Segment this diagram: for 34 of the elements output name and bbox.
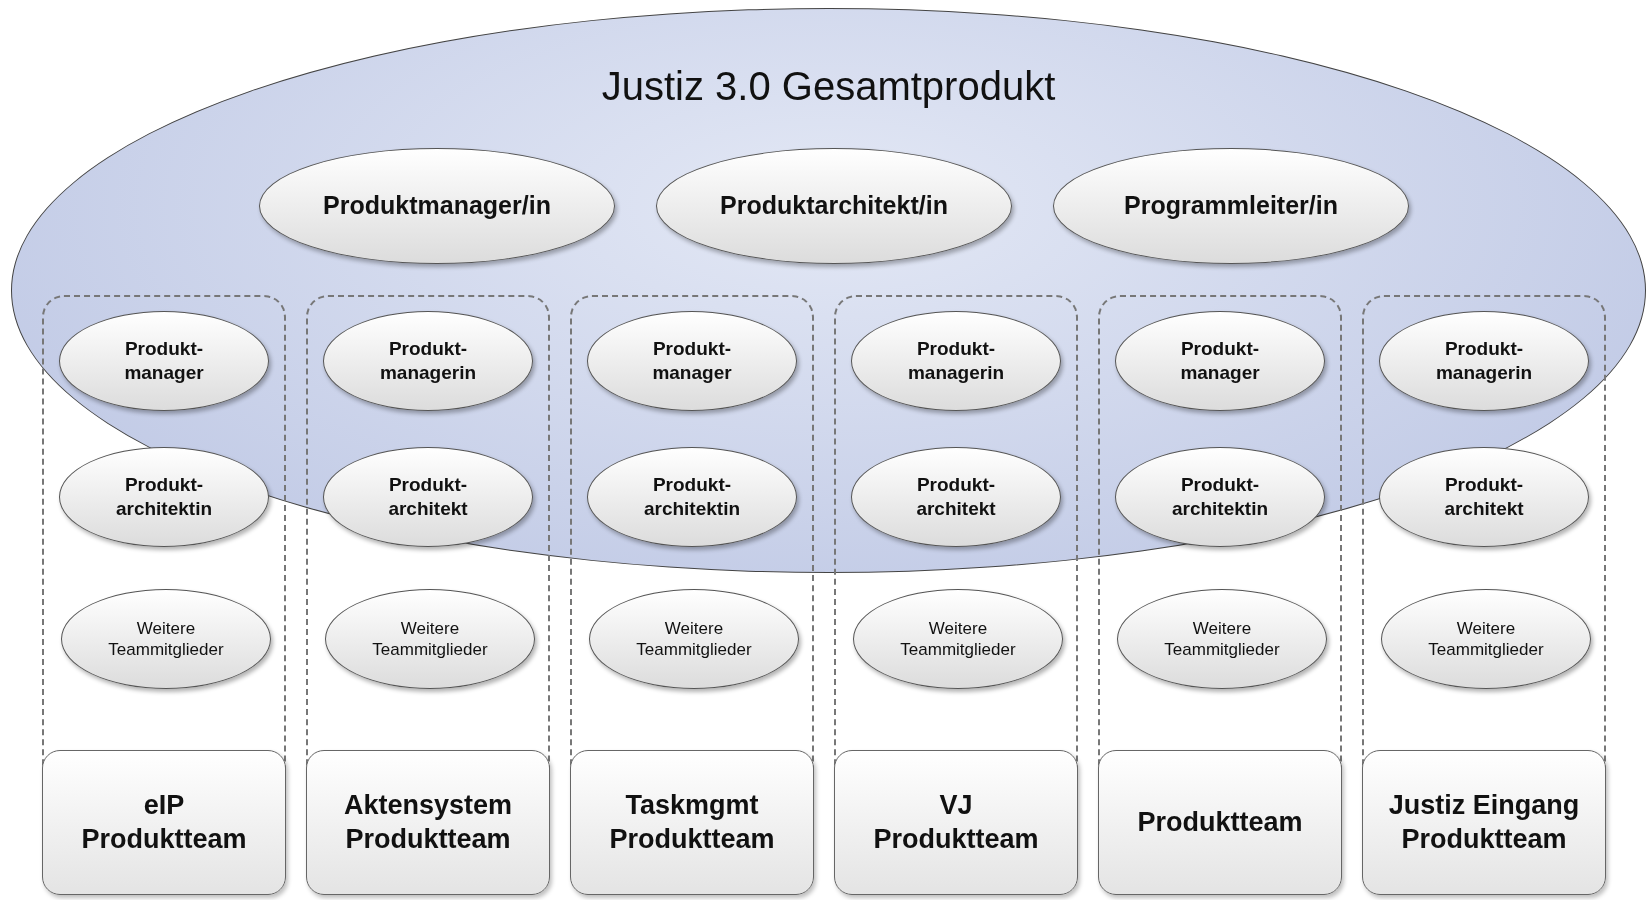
team-box <box>1098 750 1342 895</box>
member-label: Weitere Teammitglieder <box>899 617 1017 661</box>
team-label: Aktensystem Produktteam <box>342 788 514 856</box>
role-label: Produkt- architektin <box>114 473 214 521</box>
team-box <box>570 750 814 895</box>
team-box <box>834 750 1078 895</box>
role-label: Produkt- architektin <box>642 473 742 521</box>
role-label: Produkt- architektin <box>1170 473 1270 521</box>
role-label: Produkt- manager <box>651 337 733 385</box>
role-label: Produkt- architekt <box>915 473 997 521</box>
role-label: Produkt- manager <box>123 337 205 385</box>
team-label: eIP Produktteam <box>80 788 248 856</box>
member-label: Weitere Teammitglieder <box>1163 617 1281 661</box>
role-label: Produkt- managerin <box>906 337 1006 385</box>
role-label: Produktarchitekt/in <box>720 190 948 222</box>
team-label: Justiz Eingang Produktteam <box>1387 788 1581 856</box>
role-label: Programmleiter/in <box>1124 190 1338 222</box>
team-box <box>306 750 550 895</box>
member-label: Weitere Teammitglieder <box>107 617 225 661</box>
member-label: Weitere Teammitglieder <box>635 617 753 661</box>
role-label: Produkt- architekt <box>387 473 469 521</box>
member-label: Weitere Teammitglieder <box>371 617 489 661</box>
team-box <box>1362 750 1606 895</box>
role-label: Produkt- managerin <box>1434 337 1534 385</box>
member-label: Weitere Teammitglieder <box>1427 617 1545 661</box>
team-label: Taskmgmt Produktteam <box>608 788 776 856</box>
role-label: Produkt- architekt <box>1443 473 1525 521</box>
team-label: Produktteam <box>1137 805 1303 839</box>
program-title: Justiz 3.0 Gesamtprodukt <box>601 63 1056 110</box>
role-label: Produktmanager/in <box>323 190 551 222</box>
team-box <box>42 750 286 895</box>
role-label: Produkt- manager <box>1179 337 1261 385</box>
team-label: VJ Produktteam <box>872 788 1040 856</box>
role-label: Produkt- managerin <box>378 337 478 385</box>
